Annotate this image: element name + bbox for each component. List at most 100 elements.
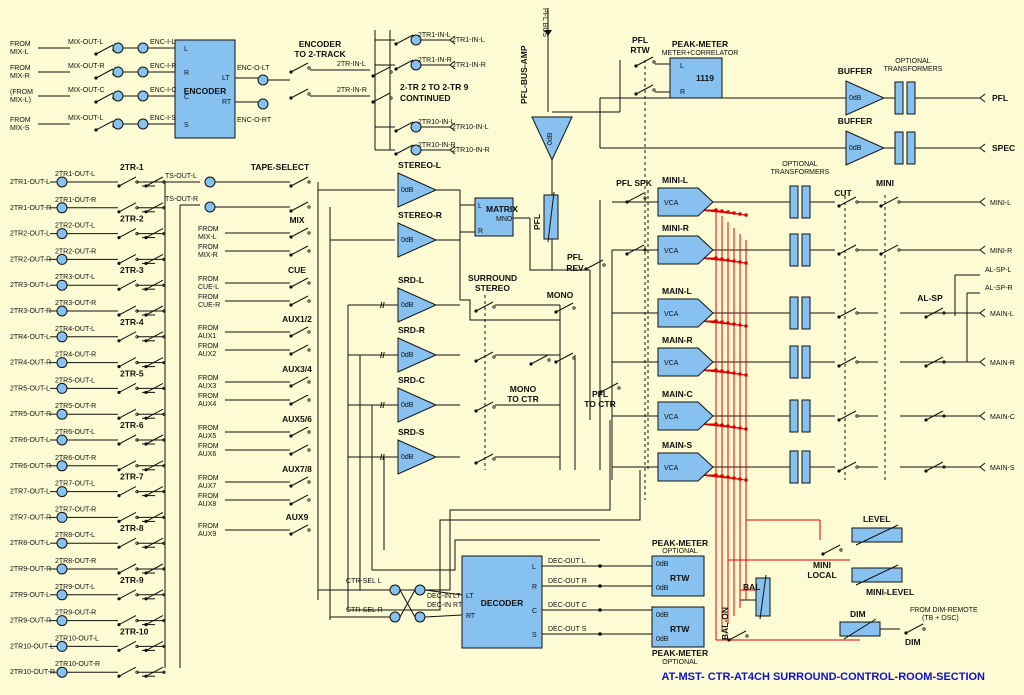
vca-output-label: MAIN-S — [990, 465, 1015, 472]
encoder-to-2track: ENCODER — [299, 39, 342, 49]
track-bus-label: 2TR6-OUT-R — [55, 455, 96, 462]
wire — [424, 589, 463, 596]
switch-contact — [307, 205, 311, 209]
decoder-pin: R — [532, 584, 537, 591]
track-switch — [144, 176, 166, 188]
track-switch — [144, 305, 166, 317]
mini-level-pot — [851, 564, 903, 586]
encoder-jack — [112, 66, 124, 78]
track-group-label: 2TR-3 — [120, 265, 144, 275]
mono-switch — [554, 352, 576, 364]
cut-switch — [837, 196, 859, 208]
switch-blade — [635, 56, 654, 67]
amp-srd-l: 0dB — [397, 287, 438, 323]
tape-select-from: AUX6 — [198, 451, 216, 458]
switch-blade — [118, 331, 137, 342]
matrix-out-wire — [529, 218, 590, 271]
vca-body — [657, 452, 714, 482]
pot-arrow — [855, 564, 899, 586]
jack-circle — [410, 34, 422, 46]
switch-contact — [307, 430, 311, 434]
junction-dot — [714, 256, 718, 260]
track-switch — [117, 537, 139, 549]
track-switch — [117, 305, 139, 317]
switch-blade — [395, 144, 414, 155]
tape-select-from: MIX-R — [198, 252, 218, 259]
tape-select-from: FROM — [198, 276, 219, 283]
junction-dot — [738, 212, 742, 216]
tr-jack-label: 2TR10-IN-L — [452, 124, 489, 131]
switch-contact — [492, 405, 496, 409]
switch-blade — [118, 537, 137, 548]
switch-contact — [307, 480, 311, 484]
track-output-label: 2TR10-OUT-L — [10, 643, 54, 650]
junction-dot — [720, 257, 724, 261]
track-switch — [117, 357, 139, 369]
switch-blade — [290, 62, 309, 73]
tape-select-from: FROM — [198, 493, 219, 500]
switch-blade — [395, 59, 414, 70]
track-bus-label: 2TR5-OUT-L — [55, 377, 95, 384]
tape-select-switch — [289, 227, 311, 239]
junction-dot — [744, 213, 748, 217]
jack-circle — [56, 382, 68, 394]
track-output-jack — [56, 202, 68, 214]
vca-body — [657, 187, 714, 217]
vca-name: MAIN-L — [662, 286, 692, 296]
junction-dot — [720, 369, 724, 373]
cut-switch — [837, 461, 859, 473]
tape-select-switch — [289, 176, 311, 188]
track-bus-label: 2TR2-OUT-L — [55, 223, 95, 230]
tr-jack-label: 2TR1-IN-R — [452, 62, 486, 69]
switch-contact — [307, 231, 311, 235]
switch-contact — [135, 489, 139, 494]
mono-to-ctr-label: TO CTR — [507, 394, 538, 404]
track-bus-label: 2TR7-OUT-R — [55, 506, 96, 513]
track-output-jack — [56, 640, 68, 652]
buffer-label: BUFFER — [838, 66, 872, 76]
rtw-meter-block — [651, 606, 705, 648]
track-switch — [117, 589, 139, 601]
switch-contact — [307, 281, 311, 285]
coil-a — [789, 345, 799, 379]
track-output-jack — [56, 486, 68, 498]
encoder-to-2track-switch — [289, 88, 311, 100]
dec-in-label: DEC-IN RT — [427, 602, 463, 609]
junction-dot — [738, 323, 742, 327]
jack-circle — [56, 615, 68, 627]
switch-contact — [135, 618, 139, 623]
switch-contact — [135, 515, 139, 520]
tape-select-from: AUX7 — [198, 483, 216, 490]
track-group-label: 2TR-1 — [120, 162, 144, 172]
tr-jack-label: 2TR10-IN-R — [452, 147, 490, 154]
pfl-bus-label: PFL BUS — [541, 8, 548, 37]
switch-blade — [925, 410, 944, 421]
track-switch — [117, 640, 139, 653]
track-output-jack — [56, 176, 68, 188]
switch-blade — [118, 511, 137, 522]
pfl-rtw-switch — [634, 56, 656, 68]
jack-circle — [56, 331, 68, 343]
switch-contact — [307, 299, 311, 303]
rtw-meter-block — [651, 555, 705, 597]
junction-dot — [726, 475, 730, 479]
tape-select-group: AUX5/6 — [282, 414, 312, 424]
track-switch — [144, 357, 166, 369]
switch-blade — [372, 66, 391, 77]
amp-triangle — [845, 130, 886, 166]
switch-contact — [307, 249, 311, 253]
switch-blade — [118, 253, 137, 264]
rtw-subtitle: OPTIONAL — [662, 659, 698, 666]
switch-blade — [395, 121, 414, 132]
tr-jack-label: 2TR10-IN-L — [418, 119, 455, 126]
junction-dot — [744, 373, 748, 377]
switch-contact — [135, 438, 139, 442]
junction-dot — [732, 371, 736, 375]
cut-switch — [837, 356, 859, 368]
switch-blade — [145, 460, 164, 471]
track-output-jack — [56, 228, 68, 240]
components-layer: 0dB0dB0dB0dB0dB0dB0dB0dBVCAVCAVCAVCAVCAV… — [56, 30, 946, 678]
matrix-pin: L — [478, 203, 482, 210]
junction-dot — [714, 473, 718, 477]
pfl-spk-switch — [625, 244, 647, 256]
